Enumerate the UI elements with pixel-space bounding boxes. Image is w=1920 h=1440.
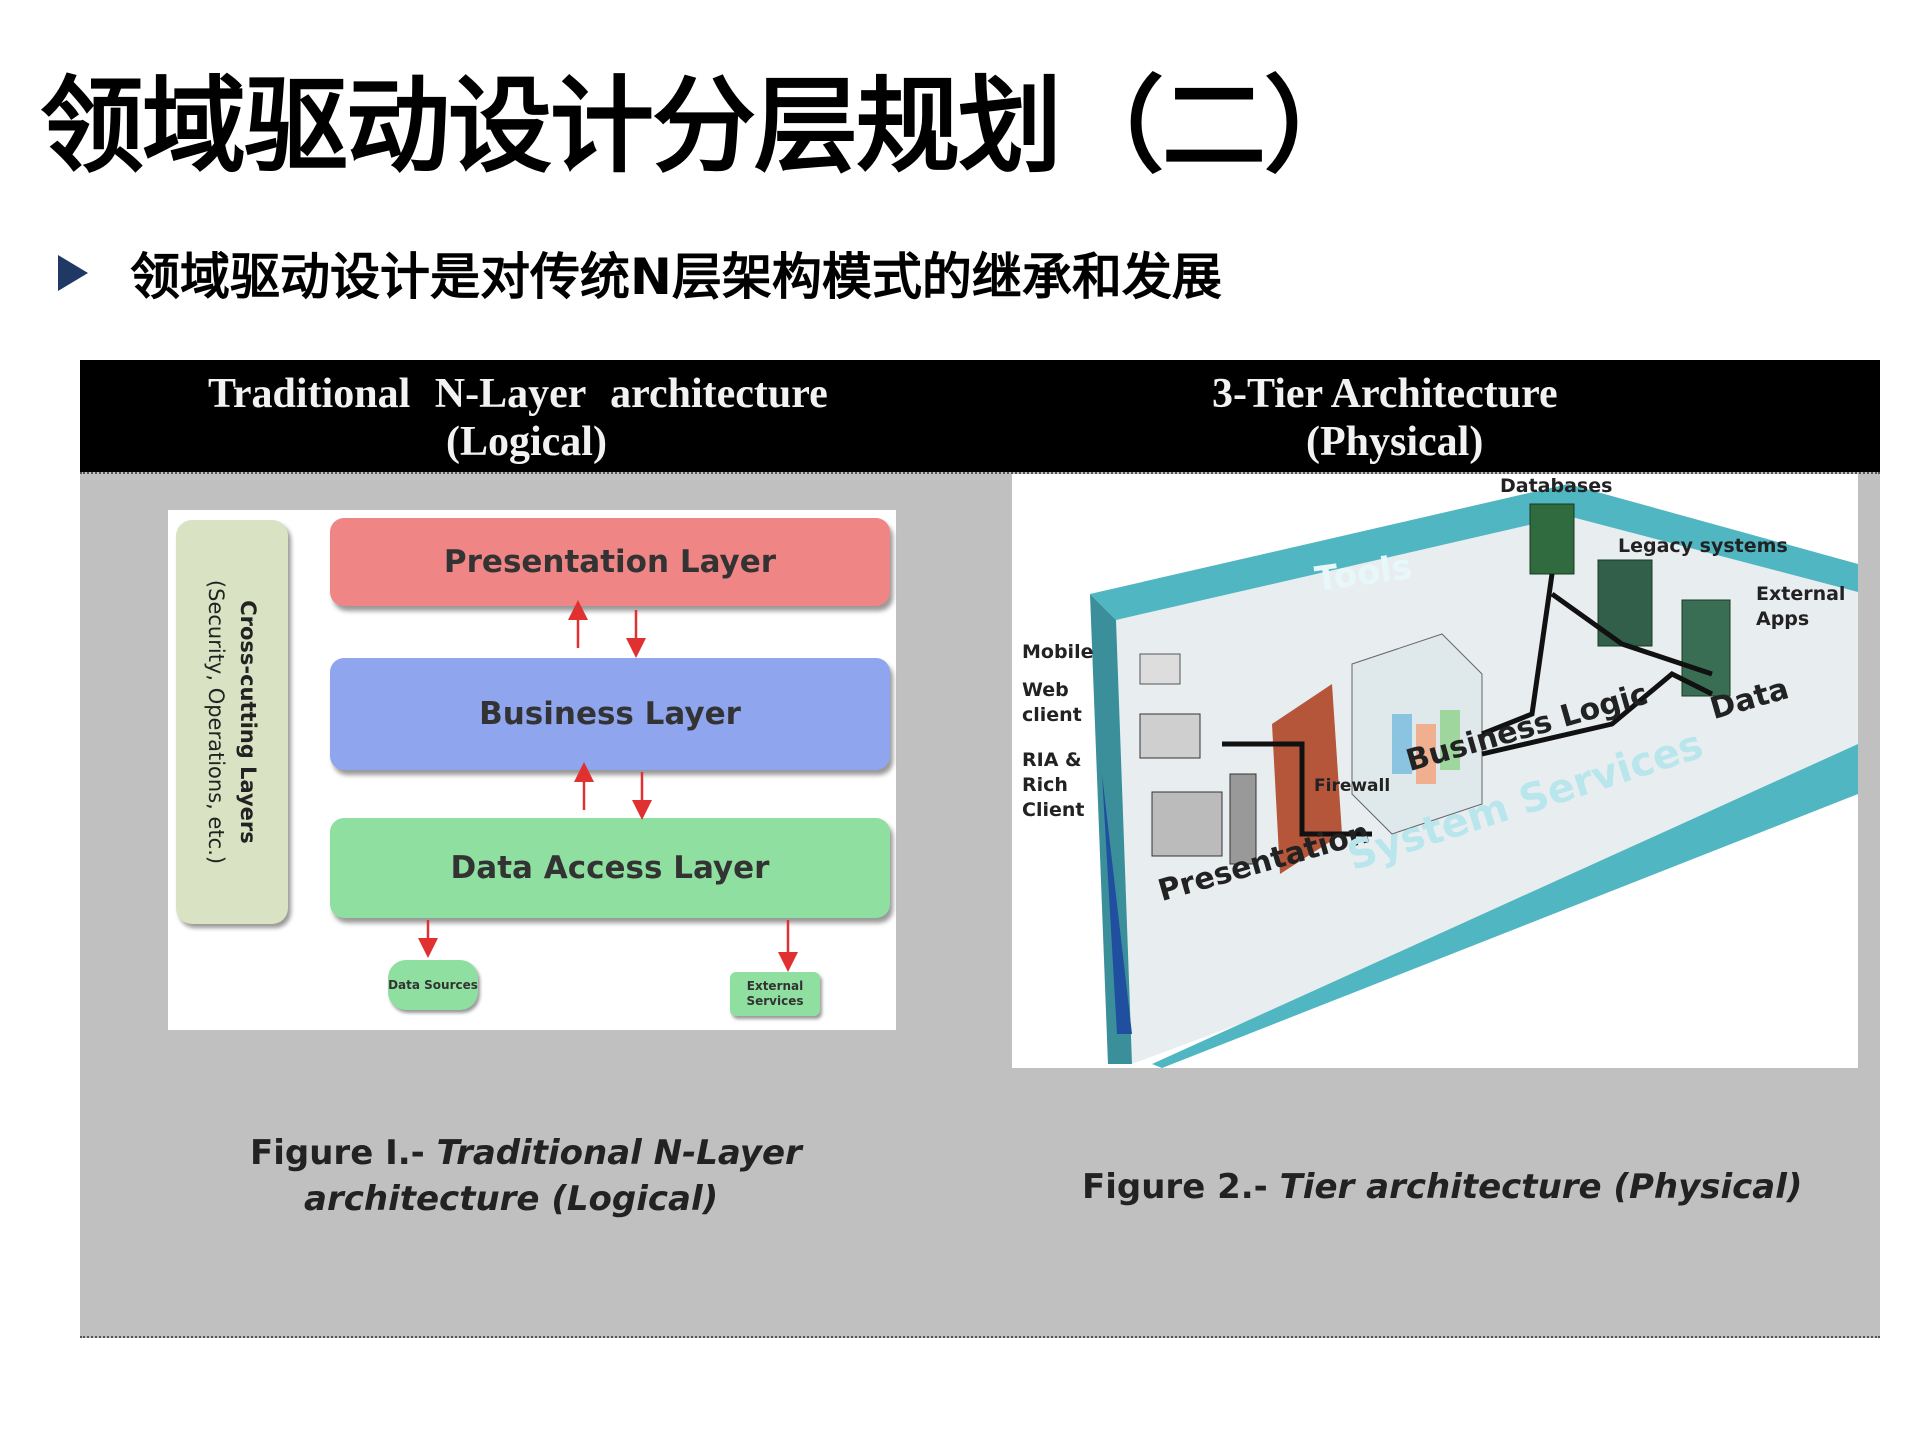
bullet-point: 领域驱动设计是对传统N层架构模式的继承和发展	[58, 238, 1222, 308]
figure-2-diagram: Databases Legacy systems External Apps M…	[1012, 474, 1858, 1068]
slide-title: 领域驱动设计分层规划（二）	[40, 65, 1368, 187]
data-access-layer: Data Access Layer	[330, 818, 890, 918]
mobile-device	[1139, 653, 1181, 685]
tools-bar	[1090, 484, 1858, 620]
firewall-wall	[1272, 684, 1342, 874]
label-legacy-systems: Legacy systems	[1618, 535, 1788, 557]
right-header-line1: 3-Tier Architecture	[1212, 371, 1558, 417]
label-external-apps: External Apps	[1756, 583, 1846, 630]
client-gradient-wedge	[1102, 774, 1132, 1034]
web-monitor	[1139, 713, 1201, 759]
figure-2-caption-italic: Tier architecture (Physical)	[1279, 1167, 1803, 1207]
left-header-line2: (Logical)	[446, 419, 607, 465]
presentation-layer: Presentation Layer	[330, 518, 890, 606]
label-mobile: Mobile	[1022, 641, 1094, 663]
figure-1-caption-line1: Figure I.- Traditional N-Layer	[250, 1130, 802, 1176]
database-server	[1529, 503, 1575, 575]
data-sources-cylinder: Data Sources	[388, 960, 478, 1010]
label-databases: Databases	[1500, 475, 1613, 497]
server-blade-blue	[1392, 714, 1412, 774]
bullet-text: 领域驱动设计是对传统N层架构模式的继承和发展	[130, 248, 1222, 306]
bullet-arrow-icon	[58, 255, 88, 291]
rich-client-tower	[1229, 773, 1257, 865]
label-web-client: Web client	[1022, 679, 1082, 726]
server-blade-green	[1440, 710, 1460, 770]
left-header-line1: Traditional N-Layer architecture	[208, 371, 828, 417]
header-divider	[80, 472, 1880, 474]
figure-1-diagram: Cross-cutting Layers (Security, Operatio…	[168, 510, 896, 1030]
external-services-box: External Services	[730, 972, 820, 1016]
link-clients-to-business	[1222, 741, 1372, 837]
link-business-to-external	[1481, 671, 1714, 757]
label-firewall: Firewall	[1314, 776, 1391, 796]
link-business-to-databases	[1481, 573, 1555, 737]
tier-illustration	[1090, 484, 1858, 1068]
layer-arrows	[418, 600, 798, 972]
external-server	[1681, 599, 1731, 697]
figure-1-caption-italic: Traditional N-Layer	[436, 1133, 802, 1173]
link-databases-to-legacy	[1550, 591, 1713, 677]
figure-2-caption: Figure 2.- Tier architecture (Physical)	[1082, 1164, 1802, 1210]
figure-1-caption-line2: architecture (Logical)	[304, 1179, 719, 1219]
server-blade-orange	[1416, 724, 1436, 784]
system-services-bar	[1152, 744, 1858, 1068]
right-header-line2: (Physical)	[1306, 419, 1484, 465]
business-layer: Business Layer	[330, 658, 890, 770]
label-ria-rich-client: RIA & Rich Client	[1022, 749, 1085, 821]
bottom-divider	[80, 1336, 1880, 1338]
rich-client-monitor	[1151, 791, 1223, 857]
cross-cutting-layers: Cross-cutting Layers (Security, Operatio…	[176, 520, 288, 924]
figure-2-caption-prefix: Figure 2.-	[1082, 1167, 1280, 1207]
panel-header: Traditional N-Layer architecture (Logica…	[80, 360, 1880, 472]
figure-1-caption-prefix: Figure I.-	[250, 1133, 437, 1173]
comparison-panel: Traditional N-Layer architecture (Logica…	[80, 360, 1880, 1338]
